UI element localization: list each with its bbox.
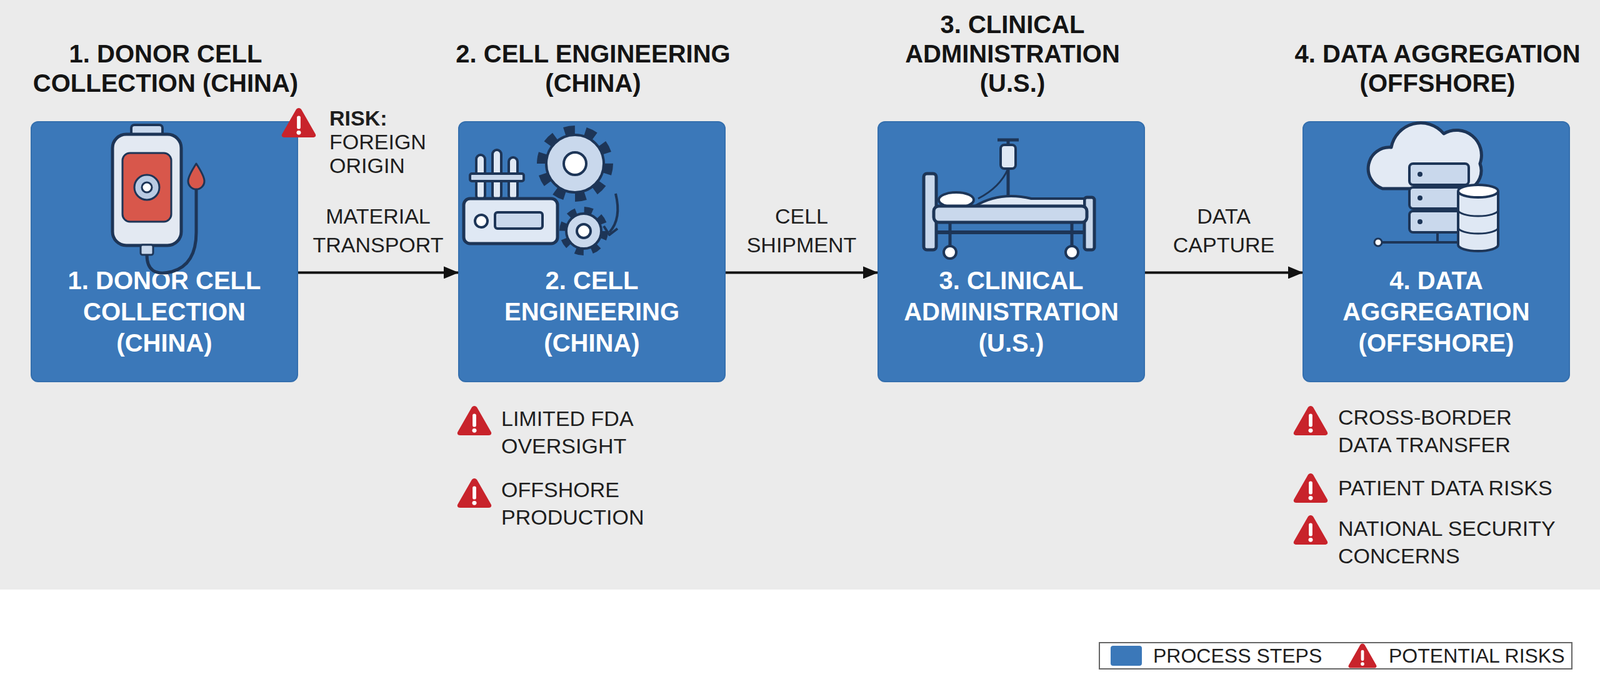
gear-teeth — [563, 211, 604, 252]
server-unit — [1409, 163, 1469, 185]
warning-icon — [281, 108, 316, 138]
step-label: 3. CLINICAL ADMINISTRATION (U.S.) — [893, 265, 1129, 359]
bed-mattress — [933, 206, 1087, 223]
flow-arrow — [298, 271, 459, 274]
database-band — [1458, 210, 1499, 217]
risk-note: NATIONAL SECURITY CONCERNS — [1338, 515, 1576, 570]
bed-footboard — [1084, 197, 1095, 250]
edge-label: CELL SHIPMENT — [730, 201, 874, 260]
warning-icon — [457, 406, 492, 436]
machine-knob — [475, 215, 488, 228]
iv-line — [978, 168, 1009, 199]
warning-icon — [1293, 473, 1328, 504]
tube-rack — [470, 173, 524, 182]
bag-label-dot — [141, 182, 152, 193]
risk-note: OFFSHORE PRODUCTION — [501, 476, 658, 532]
bag-tube — [146, 187, 197, 274]
risk-note: PATIENT DATA RISKS — [1338, 474, 1589, 502]
server-light — [1417, 219, 1423, 225]
lab-equipment-icon — [463, 131, 618, 252]
hospital-bed-icon — [923, 138, 1095, 259]
bag-body — [112, 134, 182, 246]
database-top — [1458, 185, 1499, 198]
blood-drop — [188, 163, 205, 190]
warning-icon — [1293, 406, 1328, 436]
warning-icon — [457, 478, 492, 509]
gear-body — [566, 213, 602, 249]
server-light — [1417, 195, 1423, 201]
gear-body — [546, 135, 604, 193]
warning-icon — [1293, 515, 1328, 545]
step-heading: 3. CLINICAL ADMINISTRATION (U.S.) — [887, 10, 1138, 99]
bed-leg — [1070, 222, 1074, 248]
risk-note: LIMITED FDA OVERSIGHT — [501, 405, 658, 460]
gear-hub — [563, 152, 587, 175]
bed-leg — [948, 222, 952, 248]
flow-arrow — [1145, 271, 1303, 274]
gear-hub — [576, 224, 591, 239]
background-band — [0, 0, 1600, 590]
database-body — [1458, 191, 1499, 252]
step-heading: 4. DATA AGGREGATION (OFFSHORE) — [1281, 39, 1594, 99]
legend-swatch — [1110, 646, 1142, 667]
flow-arrow — [725, 271, 878, 274]
risk-heading: RISK: — [329, 106, 439, 130]
step-label: 4. DATA AGGREGATION (OFFSHORE) — [1318, 265, 1554, 359]
step-label: 1. DONOR CELL COLLECTION (CHINA) — [46, 265, 282, 359]
gear-teeth — [542, 131, 608, 197]
network-link — [1436, 232, 1439, 243]
step-heading: 1. DONOR CELL COLLECTION (CHINA) — [9, 39, 322, 99]
risk-note: FOREIGN ORIGIN — [329, 130, 439, 178]
legend-frame — [1099, 643, 1572, 670]
database-band — [1458, 227, 1499, 234]
step-label: 2. CELL ENGINEERING (CHINA) — [474, 265, 710, 359]
edge-label: DATA CAPTURE — [1151, 201, 1296, 260]
risk-note: CROSS-BORDER DATA TRANSFER — [1338, 403, 1526, 459]
cycle-arrow-head — [603, 226, 618, 235]
bag-blood — [122, 153, 172, 222]
iv-hook — [997, 138, 1019, 142]
server-light — [1417, 171, 1423, 177]
step-heading: 2. CELL ENGINEERING (CHINA) — [436, 39, 750, 99]
network-node — [1374, 238, 1382, 247]
cloud-server-icon — [1368, 123, 1499, 252]
machine-panel — [495, 212, 543, 229]
bed-wheel — [943, 246, 957, 259]
bed-frame — [936, 230, 1085, 235]
cloud-shape — [1368, 123, 1482, 189]
bag-label — [134, 175, 160, 200]
iv-bag — [1000, 145, 1016, 169]
bag-outlet — [140, 245, 154, 255]
lab-machine — [463, 198, 558, 244]
network-line — [1378, 241, 1460, 244]
blood-bag-icon — [112, 125, 205, 274]
bed-wheel — [1065, 246, 1079, 259]
legend-warning-sample — [1348, 643, 1377, 669]
edge-label: MATERIAL TRANSPORT — [306, 201, 450, 260]
legend-text: POTENTIAL RISKS — [1388, 643, 1565, 670]
legend-text: PROCESS STEPS — [1153, 643, 1322, 670]
cycle-arrow — [609, 193, 618, 233]
